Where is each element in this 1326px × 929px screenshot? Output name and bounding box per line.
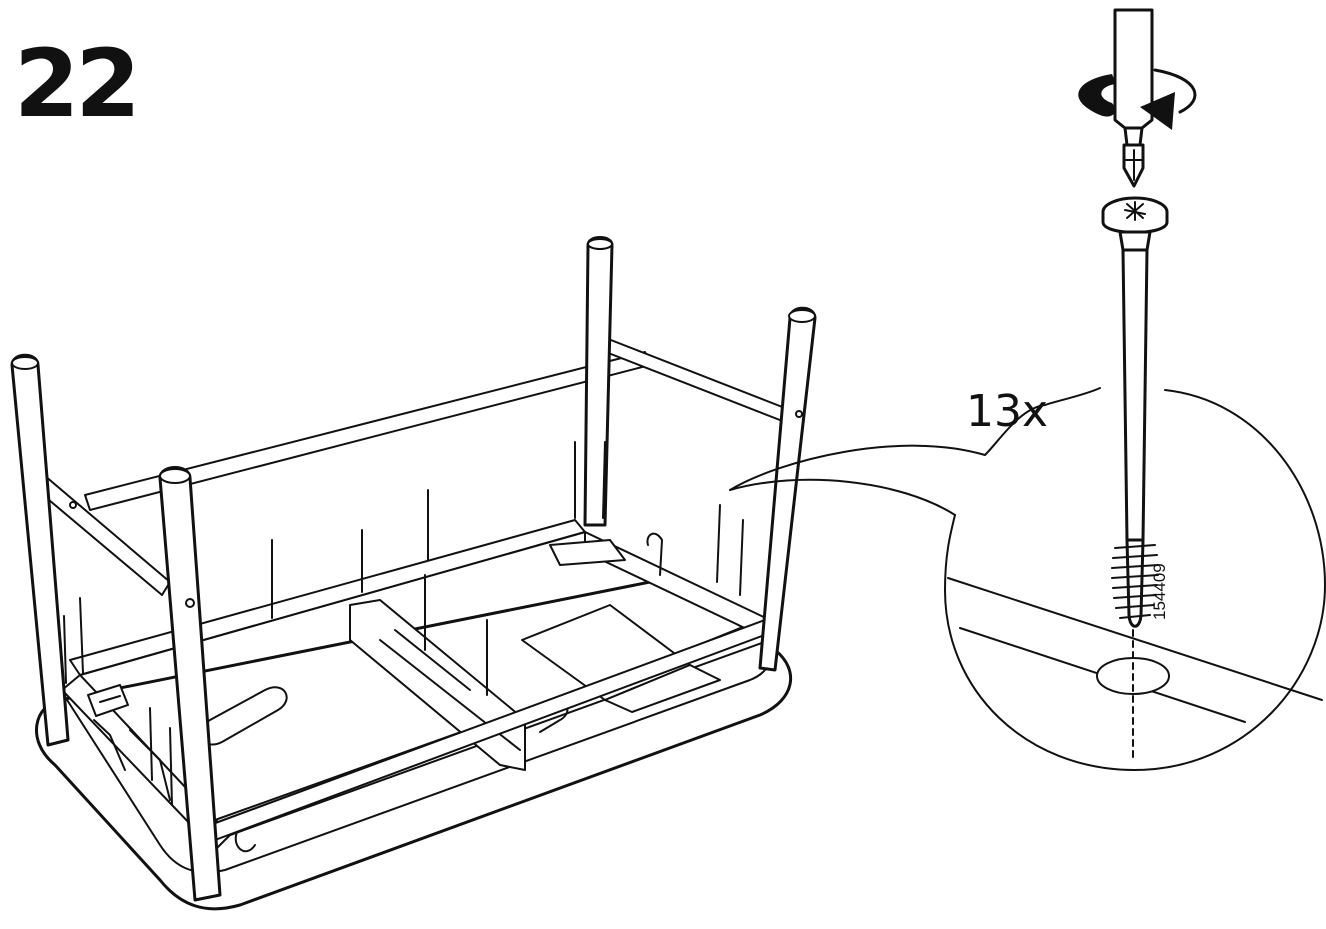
callout-circle <box>944 389 1326 771</box>
screws-group <box>63 441 744 806</box>
leg-front-left-end <box>159 468 191 484</box>
screw <box>716 504 721 583</box>
callout-pointer <box>729 387 1101 491</box>
leg-back-right <box>583 236 614 527</box>
screw-quantity: 13x <box>966 386 1049 437</box>
detail-callout <box>729 8 1326 771</box>
bolt-head <box>69 501 77 509</box>
leg-back-right-end <box>587 238 613 250</box>
screw <box>169 727 173 806</box>
drawer-plate <box>604 664 721 713</box>
rotate-clockwise-icon <box>1078 68 1197 130</box>
screwdriver-icon <box>1113 8 1154 188</box>
detail-screw <box>1101 196 1169 628</box>
screw <box>602 441 606 519</box>
table-assembly <box>10 236 817 911</box>
step-number: 22 <box>14 30 141 139</box>
left-hardware <box>93 695 171 801</box>
leg-front-right-end <box>788 309 816 323</box>
bolt-head <box>795 410 803 418</box>
crossbar-right <box>592 334 791 423</box>
screw <box>739 519 744 596</box>
leg-back-left-end <box>11 356 39 370</box>
hook <box>646 532 663 576</box>
surface-edge <box>947 577 1323 701</box>
leg-back-left <box>10 353 70 747</box>
screw <box>63 615 67 684</box>
bolt-head <box>185 598 195 608</box>
leg-front-right <box>758 306 817 672</box>
callout-pointer-lower <box>729 478 956 516</box>
screw <box>79 597 84 674</box>
foot-clip <box>234 829 256 853</box>
screw <box>149 707 153 781</box>
corner-bracket-right <box>549 539 626 566</box>
